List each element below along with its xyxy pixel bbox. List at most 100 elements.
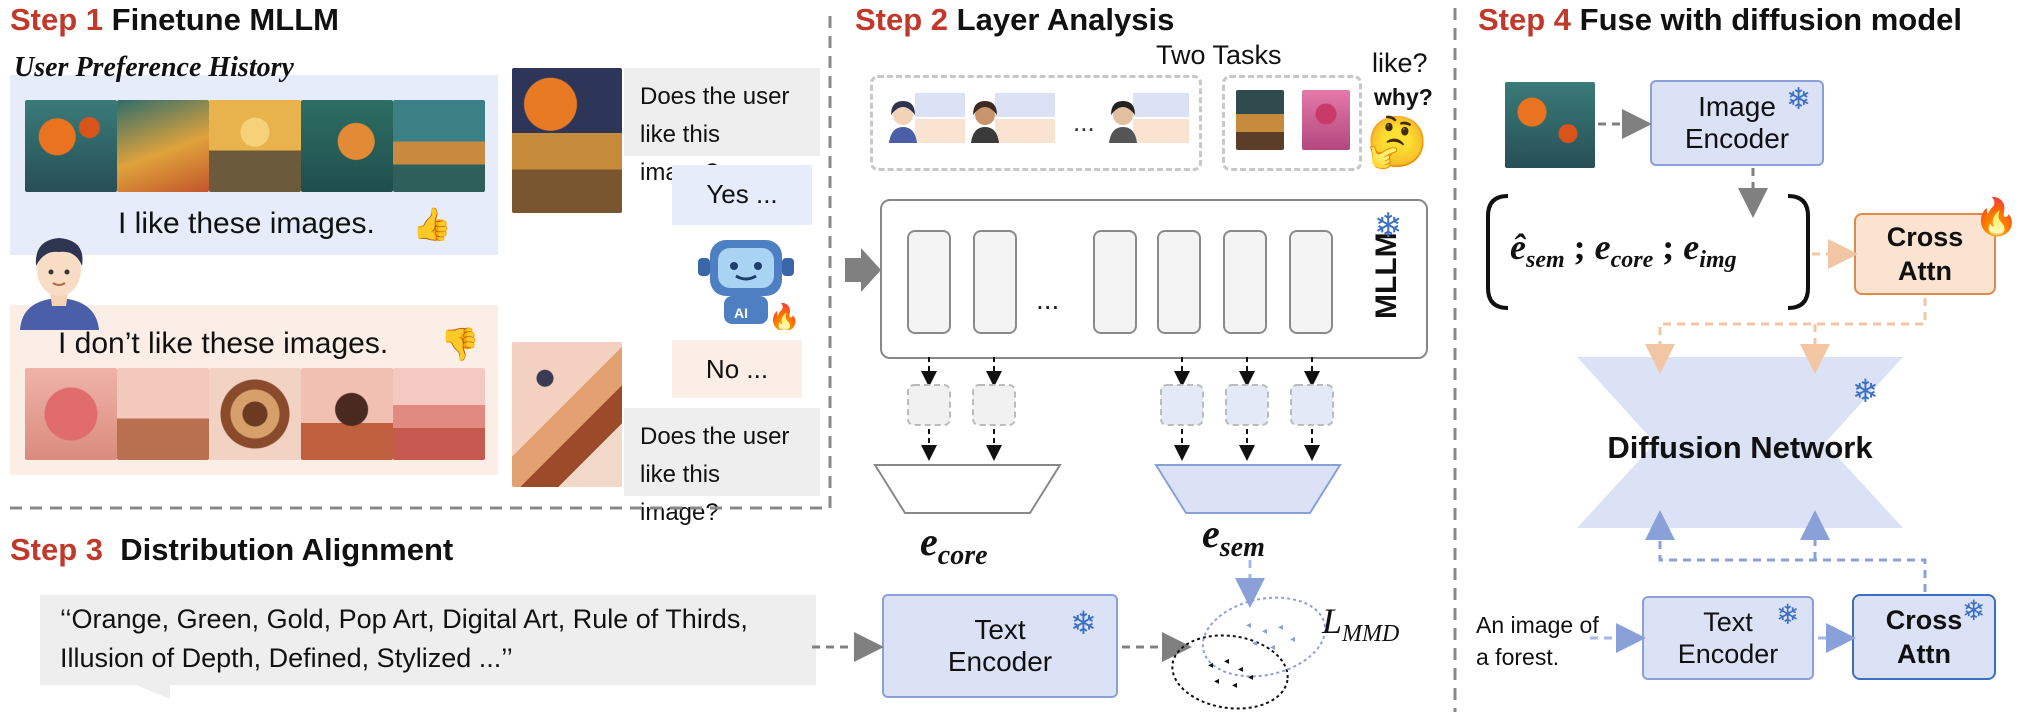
task2-box [1222,75,1362,171]
core-token-1 [907,384,951,426]
two-tasks-label: Two Tasks [1156,40,1282,70]
mllm-layer-4 [1157,230,1201,334]
mllm-layers: ... MLLM [907,230,1403,334]
step4-heading: Step 4 Fuse with diffusion model [1478,2,1962,38]
question-bubble-bottom: Does the user like this image? [624,408,820,526]
mllm-layer-5 [1223,230,1267,334]
e-sem-symbol: e [1202,511,1220,556]
text-prompt: An image of a forest. [1476,612,1599,670]
svg-text:◂: ◂ [1278,622,1283,633]
svg-text:◂: ◂ [1262,626,1267,637]
sem-token-3 [1290,384,1334,426]
reference-image [1505,82,1595,168]
svg-text:◂: ◂ [1214,676,1219,687]
disliked-image-3 [209,368,301,460]
svg-text:◂: ◂ [1290,634,1295,645]
mllm-dots: ... [1036,284,1059,315]
fire-icon: 🔥 [1974,196,2019,237]
fused-embedding: êsem ; ecore ; eimg [1510,226,1737,274]
snowflake-icon: ❄ [1962,595,1986,626]
emb-core-symbol: e [1594,227,1611,267]
dislike-text: I don’t like these images. [58,327,389,360]
emb-core-subscript: core [1610,247,1654,274]
history-label: User Preference History [14,52,294,83]
fire-icon: 🔥 [768,302,800,330]
thumbs-up-icon: 👍 [412,206,452,242]
emb-separator-2: ; [1662,227,1675,267]
cross-attn-top: Cross Attn [1854,213,1996,295]
mllm-label: MLLM [1370,232,1403,319]
svg-text:◂: ◂ [1248,672,1253,683]
task1-content: ... [889,93,1189,143]
flow-arrow-icon [845,248,881,292]
robot-icon: AI 🔥 [698,240,800,330]
cross-attn-bottom-label: Cross Attn [1885,605,1963,669]
answer-yes-bubble: Yes ... [672,165,812,225]
step4-title: Fuse with diffusion model [1579,2,1962,37]
disliked-image-4 [301,368,393,460]
embedding-brackets [1486,194,1810,310]
mmd-loss-symbol: L [1322,601,1343,641]
thumbs-down-icon: 👎 [440,326,480,362]
svg-text:◂: ◂ [1232,680,1237,691]
sem-token-1 [1160,384,1204,426]
task1-sample-3 [1109,93,1189,143]
prompt-banner [40,595,816,699]
sem-token-2 [1225,384,1269,426]
like-question: like? [1372,48,1428,78]
step3-title: Distribution Alignment [120,532,454,567]
liked-image-5 [393,100,485,192]
like-text: I like these images. [118,207,375,240]
cross-attn-top-label: Cross Attn [1886,222,1964,286]
snowflake-icon: ❄ [1852,373,1879,409]
text-encoder-step4-label: Text Encoder [1677,607,1779,669]
task2-image-2 [1302,90,1350,150]
image-encoder-label: Image Encoder [1684,91,1790,154]
step2-heading: Step 2 Layer Analysis [855,2,1174,38]
step1-heading: Step 1 Finetune MLLM [10,2,339,38]
svg-text:◂: ◂ [1270,642,1275,653]
task1-sample-2 [971,93,1055,143]
emb-img-subscript: img [1699,247,1737,274]
disliked-image-1 [25,368,117,460]
e-sem-subscript: sem [1219,532,1265,563]
layer-outputs [873,357,1342,514]
diffusion-label: Diffusion Network [1607,430,1873,465]
liked-image-1 [25,100,117,192]
mmd-loss-subscript: MMD [1342,621,1400,648]
task2-image-1 [1236,90,1284,150]
answer-no-bubble: No ... [672,340,802,398]
snowflake-icon: ❄ [1776,599,1800,630]
mmd-loss-label: LMMD [1322,600,1399,648]
e-core-label: ecore [920,518,988,572]
mllm-layer-1 [907,230,951,334]
why-question: why? [1374,84,1433,110]
emb-separator-1: ; [1573,227,1586,267]
step2-title: Layer Analysis [956,2,1175,37]
mllm-layer-6 [1289,230,1333,334]
query-image-bottom [512,342,622,487]
core-token-2 [972,384,1016,426]
e-core-symbol: e [920,519,938,564]
svg-text:◂: ◂ [1238,664,1243,675]
svg-text:◂: ◂ [1252,638,1257,649]
task1-box [870,75,1202,171]
step1-title: Finetune MLLM [111,2,339,37]
query-image-top [512,68,622,213]
e-core-subscript: core [937,540,988,571]
step2-number: Step 2 [855,2,949,37]
emb-img-symbol: e [1683,227,1700,267]
text-encoder-step3: Text Encoder [882,594,1118,698]
step4-number: Step 4 [1478,2,1572,37]
mllm-layer-2 [973,230,1017,334]
diffusion-network [1577,357,1903,528]
liked-image-3 [209,100,301,192]
mmd-distributions: ◂◂◂ ◂◂◂ ◂◂◂ ◂◂◂ [1171,596,1327,710]
robot-badge: AI [734,305,748,321]
liked-image-4 [301,100,393,192]
attribute-prompt: ‘‘Orange, Green, Gold, Pop Art, Digital … [60,604,748,673]
